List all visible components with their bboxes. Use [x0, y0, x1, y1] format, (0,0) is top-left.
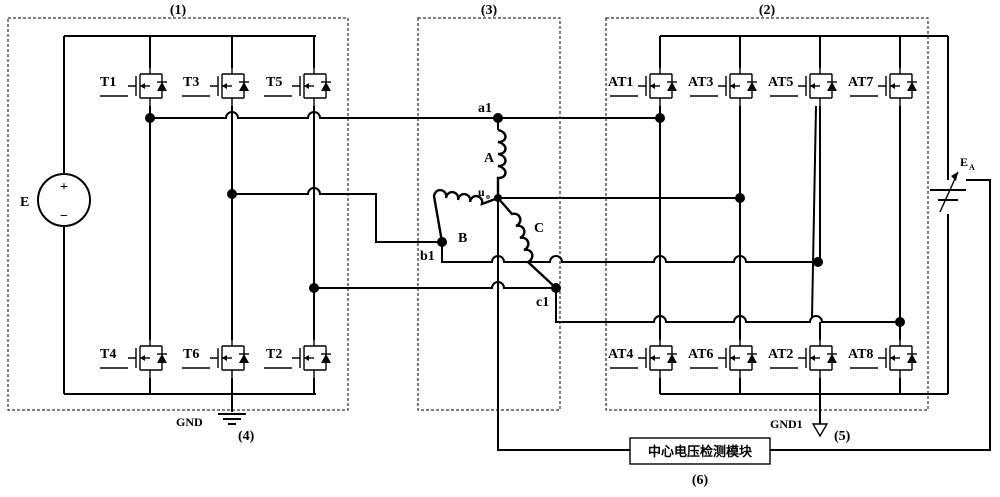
switch-T4-label: T4: [100, 347, 116, 362]
dc-source-label: E: [20, 195, 29, 210]
block-3-label: (3): [481, 3, 498, 18]
switch-T2-label: T2: [266, 347, 282, 362]
ground-main-id: (4): [238, 429, 255, 444]
main-inverter: T1 T3 T5 T4 T6 T2 + − E: [20, 35, 332, 395]
aux-inverter: AT1 AT3 AT5 AT7 AT4 AT6 AT2 AT8 E A: [608, 35, 975, 395]
node-c1-label: c1: [536, 295, 549, 310]
aux-battery-symbol: [930, 189, 966, 201]
block-1-label: (1): [170, 3, 187, 18]
aux-source-label: E: [960, 155, 968, 169]
dc-source-plus: +: [60, 180, 68, 195]
aux-source-sub: A: [969, 163, 975, 172]
motor-windings: a1 b1 c1 u o A B C: [420, 101, 900, 451]
switch-AT3-label: AT3: [688, 75, 713, 90]
block-2-label: (2): [759, 3, 776, 18]
node-neutral-dot: [494, 194, 502, 202]
node-neutral-label: u: [478, 185, 485, 199]
winding-C-coil: [497, 197, 557, 289]
winding-A-coil: [496, 128, 507, 198]
junction-dot: [735, 193, 745, 203]
center-voltage-detector: 中心电压检测模块 (6): [629, 179, 991, 488]
winding-A-label: A: [484, 151, 495, 166]
junction-dot: [655, 113, 665, 123]
switch-AT8-label: AT8: [848, 347, 873, 362]
dc-source-symbol: [37, 173, 91, 227]
winding-B-coil: [432, 188, 499, 243]
ground-aux: GND1 (5): [770, 394, 851, 444]
junction-dot: [813, 257, 823, 267]
node-b1-label: b1: [420, 249, 435, 264]
node-c1-dot: [551, 283, 561, 293]
dc-source-minus: −: [60, 209, 68, 224]
switch-T3-label: T3: [183, 75, 199, 90]
block-2-boundary: [605, 17, 929, 411]
switch-AT7-label: AT7: [848, 75, 873, 90]
switch-T6-label: T6: [183, 347, 199, 362]
block-1-boundary: [7, 17, 349, 411]
switch-T5-label: T5: [266, 75, 282, 90]
switch-AT6-label: AT6: [688, 347, 713, 362]
ground-aux-id: (5): [834, 429, 851, 444]
ground-main-label: GND: [176, 415, 203, 429]
switch-T1-label: T1: [100, 75, 116, 90]
winding-C-label: C: [534, 221, 544, 236]
detector-label: 中心电压检测模块: [648, 444, 753, 460]
winding-B-label: B: [458, 231, 467, 246]
block-3-boundary: [417, 17, 561, 411]
switch-AT5-label: AT5: [768, 75, 793, 90]
switch-AT4-label: AT4: [608, 347, 633, 362]
node-neutral-sub: o: [486, 192, 490, 201]
ground-main: GND (4): [176, 394, 255, 444]
switch-AT1-label: AT1: [608, 75, 633, 90]
switch-AT2-label: AT2: [768, 347, 793, 362]
node-a1-label: a1: [478, 101, 492, 116]
junction-dot: [895, 317, 905, 327]
detector-id: (6): [692, 473, 709, 488]
node-b1-dot: [437, 237, 447, 247]
node-a1-dot: [493, 113, 503, 123]
detector-box: [629, 437, 771, 465]
ground-aux-label: GND1: [770, 417, 803, 431]
